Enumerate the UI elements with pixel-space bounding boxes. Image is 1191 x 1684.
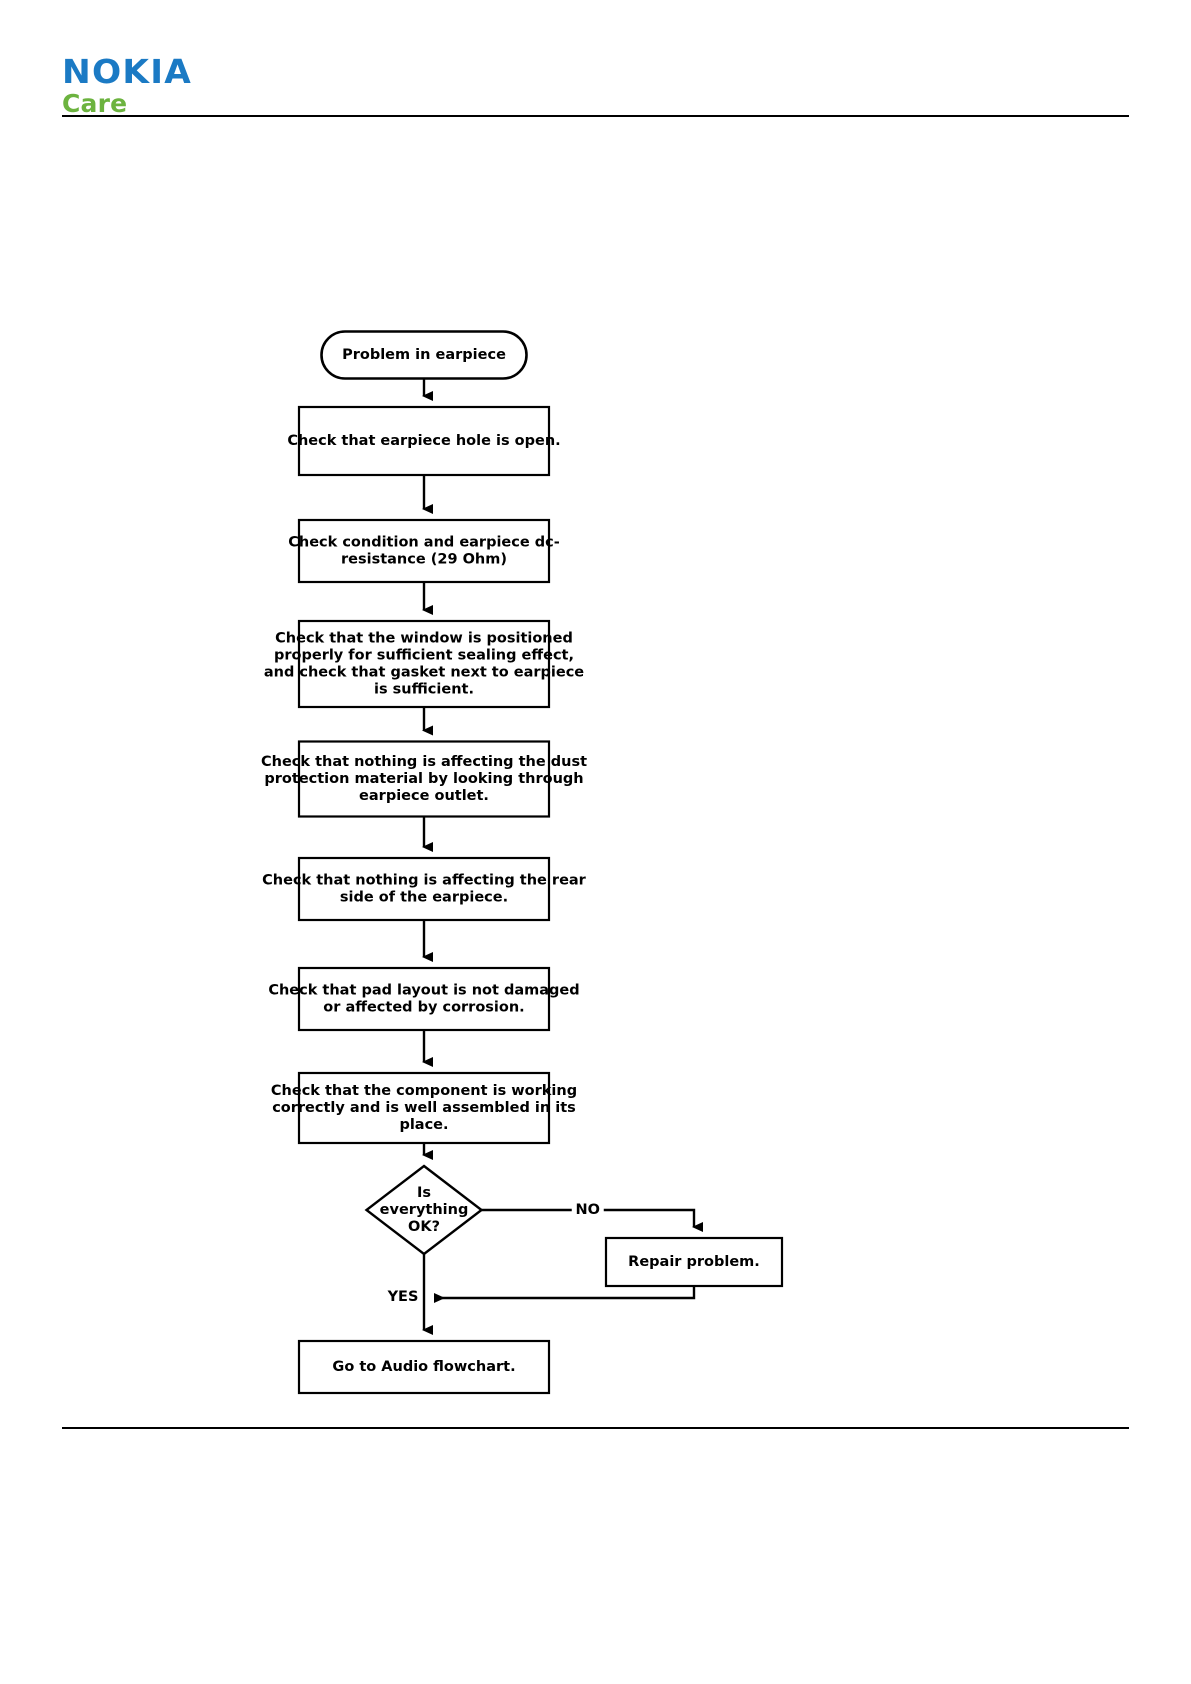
flow-node-step1: Check that earpiece hole is open. xyxy=(287,405,561,477)
node-label: Check that pad layout is not damaged xyxy=(268,983,579,999)
node-label: side of the earpiece. xyxy=(340,890,508,906)
flow-node-step7: Check that the component is workingcorre… xyxy=(271,1071,577,1145)
branch-label-no-backdrop xyxy=(571,1201,604,1219)
footer-divider xyxy=(62,1427,1129,1429)
node-label: Problem in earpiece xyxy=(342,347,506,363)
node-label: Is xyxy=(417,1185,431,1201)
node-label: and check that gasket next to earpiece xyxy=(264,665,584,681)
flow-node-step3: Check that the window is positionedprope… xyxy=(264,619,584,709)
node-label: Check that the component is working xyxy=(271,1083,577,1099)
node-label: Check condition and earpiece dc- xyxy=(288,535,560,551)
connector-repair-loopback xyxy=(434,1286,696,1303)
node-label: Check that the window is positioned xyxy=(275,631,573,647)
node-label: protection material by looking through xyxy=(264,771,583,787)
flow-node-step2: Check condition and earpiece dc-resistan… xyxy=(288,518,560,584)
node-label: OK? xyxy=(408,1219,440,1235)
connector-decision-no xyxy=(481,1208,703,1232)
flow-node-end: Go to Audio flowchart. xyxy=(297,1339,551,1395)
node-label: properly for sufficient sealing effect, xyxy=(274,648,574,664)
node-label: correctly and is well assembled in its xyxy=(272,1100,576,1116)
flow-node-step4: Check that nothing is affecting the dust… xyxy=(261,740,587,818)
node-label: or affected by corrosion. xyxy=(323,1000,524,1016)
node-label: Check that nothing is affecting the rear xyxy=(262,873,587,889)
branch-label-yes: YES xyxy=(387,1289,419,1305)
node-label: Repair problem. xyxy=(628,1254,760,1270)
node-label: Go to Audio flowchart. xyxy=(332,1359,515,1375)
node-label: everything xyxy=(380,1202,469,1218)
header-divider xyxy=(62,115,1129,117)
node-label: resistance (29 Ohm) xyxy=(341,552,507,568)
logo-care-wordmark: Care xyxy=(62,89,128,118)
node-label: place. xyxy=(399,1117,448,1133)
logo-nokia-wordmark: NOKIA xyxy=(62,52,193,91)
flow-node-step5: Check that nothing is affecting the rear… xyxy=(262,856,587,922)
page-header: NOKIA Care xyxy=(0,0,1191,120)
node-label: is sufficient. xyxy=(374,682,474,698)
node-label: earpiece outlet. xyxy=(359,788,489,804)
nokia-care-logo: NOKIA Care xyxy=(62,55,191,118)
node-label: Check that nothing is affecting the dust xyxy=(261,754,587,770)
branch-label-no: NO xyxy=(576,1202,600,1218)
flow-node-start: Problem in earpiece xyxy=(320,330,528,380)
flow-node-repair: Repair problem. xyxy=(604,1236,784,1288)
node-label: Check that earpiece hole is open. xyxy=(287,433,560,449)
